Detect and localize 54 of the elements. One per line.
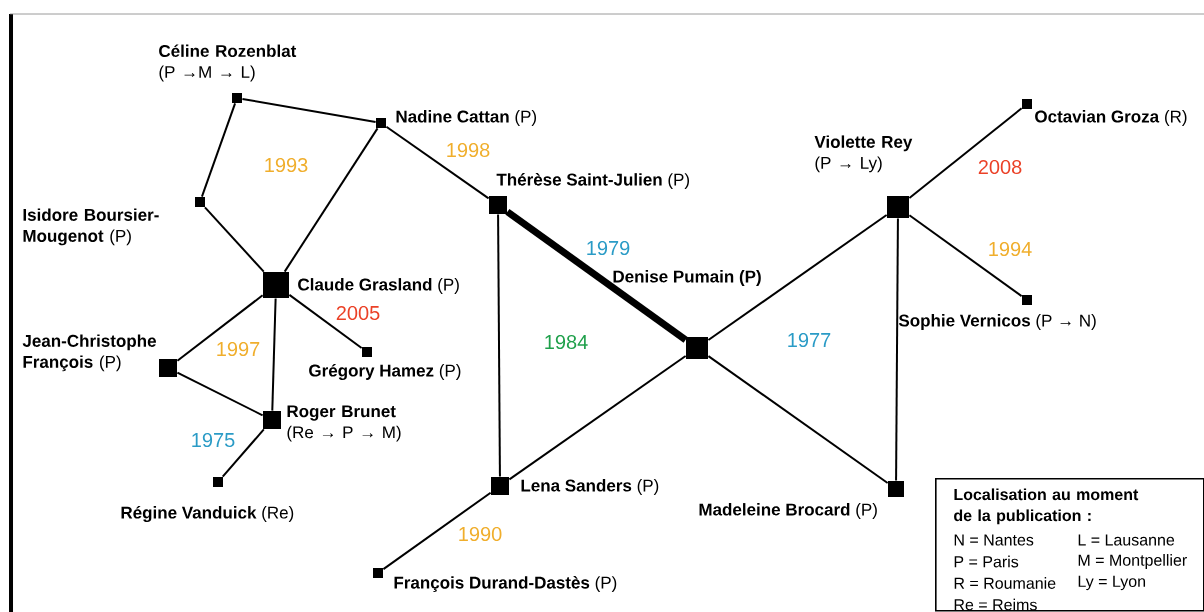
author-name: Sophie Vernicos (P → N) xyxy=(898,314,1096,330)
year-label: 1990 xyxy=(459,526,502,542)
link-line xyxy=(221,428,265,478)
author-name: Régine Vanduick (Re) xyxy=(121,505,294,523)
link-line xyxy=(508,355,687,481)
year-label: 1998 xyxy=(447,142,490,158)
author-name: Denise Pumain (P) xyxy=(613,270,761,286)
author-name: Madeleine Brocard (P) xyxy=(699,503,877,519)
link-line xyxy=(271,297,277,412)
year-label: 1993 xyxy=(265,157,308,173)
link-line xyxy=(908,107,1023,199)
link-line xyxy=(497,213,501,478)
link-line xyxy=(283,127,379,273)
link-line xyxy=(707,214,888,341)
year-label: 1977 xyxy=(788,332,831,348)
year-label: 1979 xyxy=(587,240,630,256)
year-label: 2005 xyxy=(336,305,380,321)
key-entry: Ly = Lyon xyxy=(1078,575,1146,591)
author-name: Violette Rey (P → Ly) xyxy=(814,135,913,173)
key-entry: Re = Reims xyxy=(954,598,1037,611)
key-entry: P = Paris xyxy=(954,555,1019,568)
link-line xyxy=(908,214,1023,298)
link-line xyxy=(505,208,688,343)
year-label: 1994 xyxy=(989,241,1032,257)
link-line xyxy=(382,491,492,571)
year-label: 1997 xyxy=(217,341,260,357)
author-name: Lena Sanders (P) xyxy=(521,479,659,495)
author-name: Jean-Christophe François (P) xyxy=(22,334,156,372)
link-line xyxy=(203,206,265,273)
author-name: François Durand-Dastès (P) xyxy=(394,576,617,592)
link-line xyxy=(176,371,264,417)
author-name: Céline Rozenblat (P →M → L) xyxy=(159,44,297,82)
author-name: Grégory Hamez (P) xyxy=(309,363,461,381)
year-label: 1984 xyxy=(545,334,588,350)
author-name: Roger Brunet (Re → P → M) xyxy=(287,405,401,442)
link-line xyxy=(241,97,377,124)
link-line xyxy=(385,125,490,200)
link-line xyxy=(707,355,889,485)
year-label: 1975 xyxy=(192,432,235,448)
key-entry: N = Nantes xyxy=(954,534,1034,546)
link-line xyxy=(288,293,363,350)
author-name: Octavian Groza (R) xyxy=(1035,110,1187,126)
key-title: Localisation au moment de la publication : xyxy=(954,488,1139,525)
author-name: Claude Grasland (P) xyxy=(298,278,459,294)
author-name: Nadine Cattan (P) xyxy=(396,110,537,126)
link-line xyxy=(176,294,264,362)
link-line xyxy=(895,217,899,482)
key-entry: L = Lausanne xyxy=(1078,534,1175,546)
author-name: Thérèse Saint-Julien (P) xyxy=(496,173,689,189)
year-label: 2008 xyxy=(978,159,1022,175)
key-entry: R = Roumanie xyxy=(954,577,1056,589)
key-entry: M = Montpellier xyxy=(1078,554,1187,569)
link-line xyxy=(200,102,237,198)
author-name: Isidore Boursier-Mougenot (P) xyxy=(23,208,159,246)
